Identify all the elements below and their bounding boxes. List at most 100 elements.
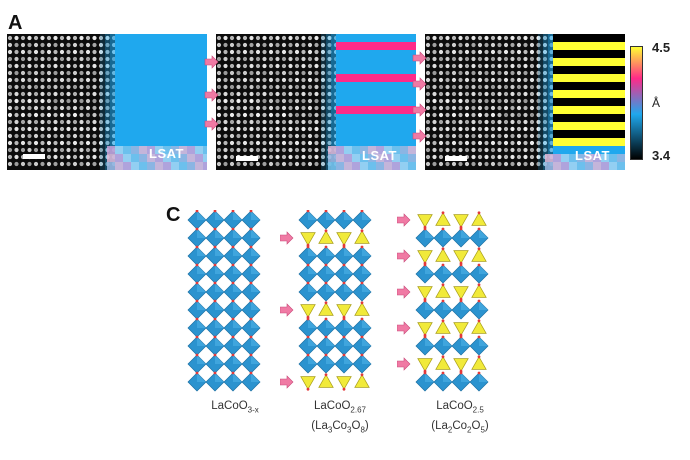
atom-column <box>490 84 496 90</box>
lattice-colorbar <box>630 46 643 160</box>
atom-column <box>536 147 541 153</box>
atom-column <box>458 133 463 139</box>
oxygen-atom <box>249 371 253 375</box>
atom-column <box>536 98 541 104</box>
atom-column <box>40 133 45 139</box>
atom-column <box>451 84 457 90</box>
atom-column <box>59 154 65 160</box>
atom-column <box>268 105 274 111</box>
octahedron-face <box>233 211 242 220</box>
atom-column <box>223 140 228 146</box>
octahedron-face <box>215 319 224 328</box>
atom-column <box>40 63 45 69</box>
atom-column <box>451 133 457 139</box>
atom-column <box>484 133 489 139</box>
octahedron-face <box>362 355 371 364</box>
atom-column <box>425 112 431 118</box>
oxygen-atom <box>306 335 310 339</box>
atom-column <box>59 35 65 41</box>
map-pixel <box>538 122 543 130</box>
map-pixel <box>179 162 187 170</box>
atom-column <box>53 63 58 69</box>
atom-column <box>98 112 104 118</box>
tetrahedron <box>471 356 487 370</box>
tetrahedron <box>336 232 352 246</box>
atom-column <box>458 98 463 104</box>
oxygen-atom <box>459 371 463 375</box>
atom-column <box>33 49 39 55</box>
atom-column <box>425 161 431 167</box>
atom-column <box>72 84 78 90</box>
oxygen-atom <box>360 317 364 321</box>
atom-column <box>66 119 71 125</box>
atom-column <box>236 126 241 132</box>
atom-column <box>314 70 319 76</box>
atom-column <box>7 112 13 118</box>
map-pixel <box>100 58 105 66</box>
atom-column <box>14 105 19 111</box>
atom-column <box>425 35 431 41</box>
atom-column <box>314 161 319 167</box>
atom-column <box>471 154 476 160</box>
map-pixel <box>543 34 548 42</box>
atom-column <box>432 42 437 48</box>
atom-column <box>98 56 104 62</box>
map-pixel <box>545 154 553 162</box>
atom-column <box>294 77 300 83</box>
atom-column <box>536 42 541 48</box>
atom-column <box>85 63 91 69</box>
octahedron-face <box>251 229 260 238</box>
tetrahedron <box>354 374 370 388</box>
atom-column <box>490 63 496 69</box>
map-pixel <box>543 50 548 58</box>
oxygen-atom <box>231 281 235 285</box>
atom-column <box>510 119 515 125</box>
atom-column <box>72 105 78 111</box>
atom-column <box>216 42 222 48</box>
atom-column <box>516 154 522 160</box>
atom-column <box>542 140 548 146</box>
map-pixel <box>548 34 553 42</box>
atom-column <box>327 112 332 118</box>
map-row <box>115 138 207 147</box>
atom-column <box>79 112 84 118</box>
map-pixel <box>195 162 203 170</box>
atom-column <box>216 77 222 83</box>
atom-column <box>46 42 52 48</box>
arrow-icon <box>397 285 411 299</box>
atom-column <box>314 147 319 153</box>
atom-column <box>471 147 476 153</box>
oxygen-atom <box>477 247 481 251</box>
map-pixel <box>368 146 376 154</box>
atom-column <box>59 140 65 146</box>
map-pixel <box>105 114 110 122</box>
atom-column <box>490 98 496 104</box>
atom-column <box>40 35 45 41</box>
map-pixel <box>139 162 147 170</box>
oxygen-atom <box>441 319 445 323</box>
atom-column <box>66 161 71 167</box>
atom-column <box>14 126 19 132</box>
atom-column <box>523 112 528 118</box>
atom-column <box>536 56 541 62</box>
map-pixel <box>561 162 569 170</box>
atom-column <box>275 98 280 104</box>
atom-column <box>497 91 502 97</box>
map-pixel <box>360 154 368 162</box>
atom-column <box>307 84 313 90</box>
atom-column <box>327 56 332 62</box>
atom-column <box>432 126 437 132</box>
atom-column <box>79 126 84 132</box>
atom-column <box>445 49 450 55</box>
atom-column <box>281 112 287 118</box>
atom-column <box>490 126 496 132</box>
atom-column <box>236 77 241 83</box>
atom-column <box>320 42 326 48</box>
atom-column <box>301 98 306 104</box>
atom-column <box>445 119 450 125</box>
map-pixel <box>548 146 553 154</box>
octahedron-face <box>461 337 470 346</box>
atom-column <box>223 91 228 97</box>
atom-column <box>275 161 280 167</box>
atom-column <box>223 133 228 139</box>
